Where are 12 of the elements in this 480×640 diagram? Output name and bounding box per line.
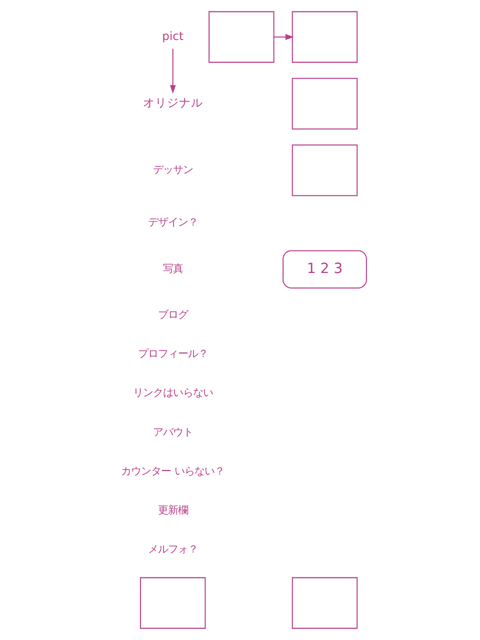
node-text: pict	[162, 28, 184, 43]
label: ブログ	[158, 308, 188, 321]
label: デザイン？	[148, 216, 198, 229]
label: アバウト	[152, 426, 193, 438]
label: 更新欄	[158, 504, 188, 516]
label: メルフォ？	[148, 544, 198, 556]
label: カウンター いらない？	[121, 465, 224, 478]
label: デッサン	[152, 164, 193, 176]
label: 写真	[162, 262, 183, 275]
label: プロフィール？	[138, 348, 208, 360]
label: リンクはいらない	[132, 387, 213, 400]
node-text: オリジナル	[142, 95, 203, 110]
